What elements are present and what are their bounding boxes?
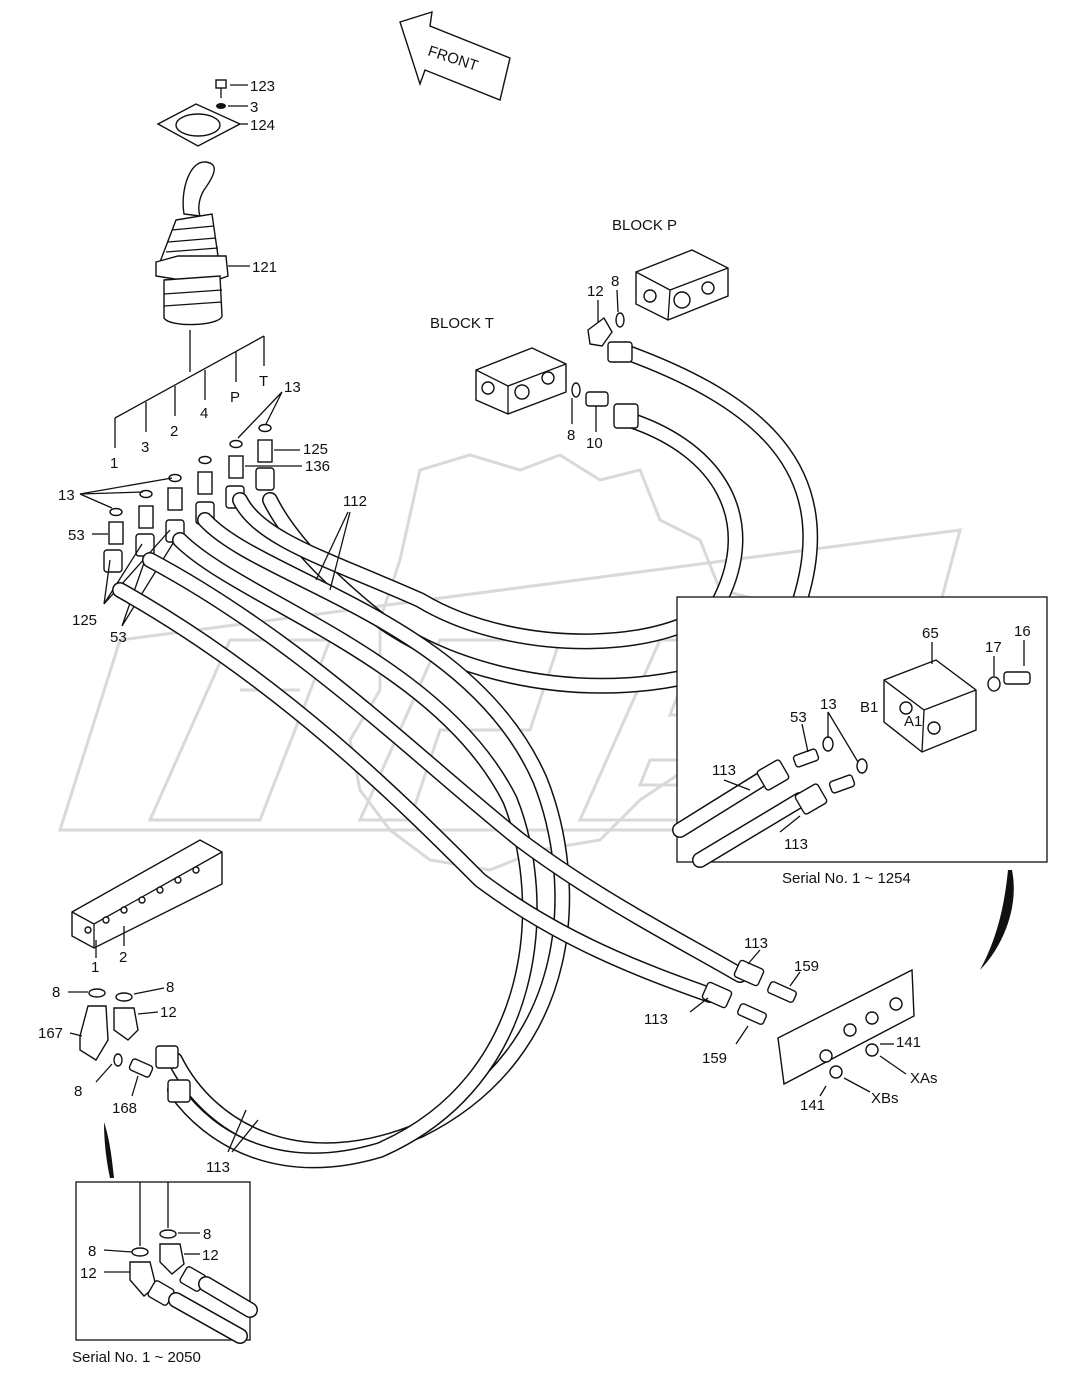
callout-141-b: 141 [800,1097,825,1114]
callout-113-b: 113 [644,1011,668,1028]
callout-112: 112 [343,493,367,510]
inset-callout-13: 13 [820,696,837,713]
port-label-p: P [230,389,240,406]
callout-13-top: 13 [284,379,301,396]
callout-12-blockp: 12 [587,283,604,300]
port-label-1: 1 [110,455,118,472]
inset-left-callout-12-b: 12 [202,1247,219,1264]
inset-left-callout-8-b: 8 [203,1226,211,1243]
block-t: BLOCK T 8 10 [430,315,639,452]
inset-callout-16: 16 [1014,623,1031,640]
inset-left: 8 8 12 12 Serial No. 1 ~ 2050 [72,1122,258,1366]
callout-113-a: 113 [744,935,768,952]
callout-141-a: 141 [896,1034,921,1051]
block-p: BLOCK P 12 8 [587,217,729,363]
inset-callout-113-a: 113 [712,762,736,779]
inset-right: 65 17 16 B1 A1 53 13 113 113 Serial No. … [672,596,1048,970]
callout-8-left2: 8 [166,979,174,996]
callout-3: 3 [250,99,258,116]
callout-8-blockt: 8 [567,427,575,444]
lever-port-tree: 1 3 2 4 P T [110,330,268,472]
callout-53-bottom: 53 [110,629,127,646]
inset-label-a1: A1 [904,713,922,730]
callout-8-left1: 8 [52,984,60,1001]
inset-callout-17: 17 [985,639,1002,656]
inset-label-b1: B1 [860,699,878,716]
callout-124: 124 [250,117,275,134]
callout-125-left: 125 [72,612,97,629]
front-arrow: FRONT [399,11,511,101]
callout-121: 121 [252,259,277,276]
port-label-2: 2 [170,423,178,440]
plate-label-xbs: XBs [871,1090,899,1107]
inset-left-callout-12-a: 12 [80,1265,97,1282]
port-label-t: T [259,373,268,390]
callout-125-right: 125 [303,441,328,458]
plate-label-xas: XAs [910,1070,938,1087]
port-label-4: 4 [200,405,208,422]
callout-123: 123 [250,78,275,95]
lever-mount-hardware: 123 3 124 [156,78,275,147]
joystick-lever: 121 [155,161,277,326]
callout-12-left: 12 [160,1004,177,1021]
manifold-port-2: 2 [119,949,127,966]
port-label-3: 3 [141,439,149,456]
callout-13-left: 13 [58,487,75,504]
block-p-label: BLOCK P [612,217,677,234]
callout-8-left3: 8 [74,1083,82,1100]
callout-8-blockp: 8 [611,273,619,290]
inset-right-serial: Serial No. 1 ~ 1254 [782,870,911,887]
inset-left-callout-8-a: 8 [88,1243,96,1260]
inset-callout-53: 53 [790,709,807,726]
manifold-port-1: 1 [91,959,99,976]
callout-10: 10 [586,435,603,452]
left-manifold: 1 2 8 8 12 167 8 168 113 [38,839,259,1176]
inset-callout-113-b: 113 [784,836,808,853]
hose-bundle: 1 12 [112,342,819,1169]
callout-159-b: 159 [702,1050,727,1067]
callout-167: 167 [38,1025,63,1042]
inset-callout-65: 65 [922,625,939,642]
callout-136: 136 [305,458,330,475]
callout-113-bottom: 113 [206,1159,230,1176]
block-t-label: BLOCK T [430,315,494,332]
callout-168: 168 [112,1100,137,1117]
plate-connection: 113 113 159 159 141 141 XAs XBs [644,935,938,1114]
inset-left-serial: Serial No. 1 ~ 2050 [72,1349,201,1366]
callout-53-left: 53 [68,527,85,544]
callout-159-a: 159 [794,958,819,975]
